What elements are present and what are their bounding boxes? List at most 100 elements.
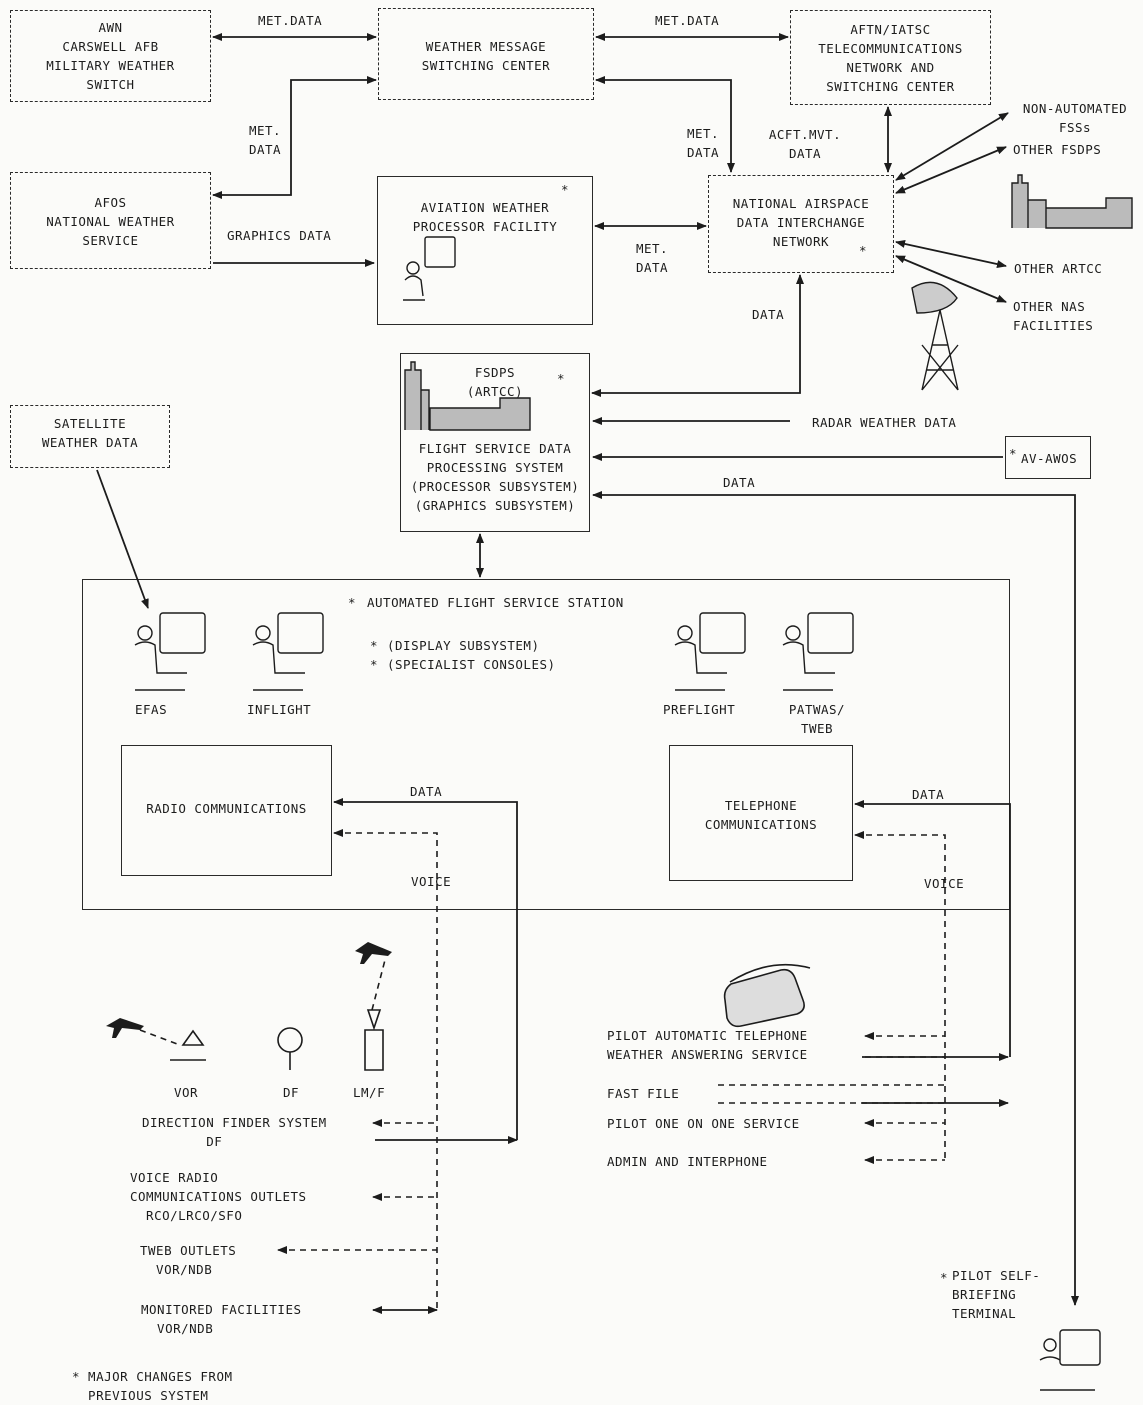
awpf-operator-icon <box>403 236 456 301</box>
link-wmsc-nadin <box>595 76 735 173</box>
plane-icon-left <box>106 1018 144 1038</box>
svc-tweb-outlets: TWEB OUTLETS VOR/NDB <box>140 1243 237 1277</box>
output-non-automated: NON-AUTOMATED FSSs <box>1022 101 1128 135</box>
data-label-phone: DATA <box>912 787 945 802</box>
awpf-label: AVIATION WEATHER PROCESSOR FACILITY <box>412 200 558 234</box>
link-nadin-fsdps <box>591 274 804 397</box>
avawos-box <box>1005 436 1091 479</box>
fsdps-building-icon <box>404 361 531 431</box>
nav-aid-icons <box>170 1009 384 1071</box>
telephone-icon <box>723 963 811 1028</box>
met-data-label-4: MET. DATA <box>686 126 720 160</box>
nav-df: DF <box>283 1085 300 1100</box>
output-other-fsdps: OTHER FSDPS <box>1013 142 1102 157</box>
svc-voice-radio: VOICE RADIO COMMUNICATIONS OUTLETS RCO/L… <box>130 1170 307 1223</box>
preflight-console-icon <box>674 612 746 691</box>
inflight-console-icon <box>252 612 324 691</box>
wmsc-label: WEATHER MESSAGE SWITCHING CENTER <box>421 39 551 73</box>
met-data-label-3: MET. DATA <box>248 123 282 157</box>
awpf-star: * <box>561 182 570 197</box>
radar-label: RADAR WEATHER DATA <box>812 415 957 430</box>
display-sub-label: (DISPLAY SUBSYSTEM) <box>387 638 540 653</box>
radio-label: RADIO COMMUNICATIONS <box>146 801 307 816</box>
pilot-terminal-icon <box>1039 1329 1101 1391</box>
awn-box <box>10 10 211 102</box>
afos-label: AFOS NATIONAL WEATHER SERVICE <box>46 195 175 248</box>
svc-admin: ADMIN AND INTERPHONE <box>607 1154 768 1169</box>
link-phone-data <box>854 800 1011 1057</box>
building-icon <box>404 174 1133 431</box>
avawos-label: AV-AWOS <box>1021 451 1078 466</box>
vor-icon <box>170 1029 206 1061</box>
fsdps-body: FLIGHT SERVICE DATA PROCESSING SYSTEM (P… <box>410 441 580 513</box>
awn-label: AWN CARSWELL AFB MILITARY WEATHER SWITCH <box>46 20 175 92</box>
link-pilot-terminal <box>592 491 1079 1306</box>
afos-box <box>10 172 211 269</box>
satellite-box <box>10 405 170 468</box>
nav-lmf: LM/F <box>353 1085 386 1100</box>
nadin-label: NATIONAL AIRSPACE DATA INTERCHANGE NETWO… <box>732 196 870 249</box>
specialist-label: (SPECIALIST CONSOLES) <box>387 657 556 672</box>
link-lmf-plane <box>371 959 386 1011</box>
afss-star: * <box>348 595 357 610</box>
svc-one-on-one: PILOT ONE ON ONE SERVICE <box>607 1116 800 1131</box>
operator-icon <box>134 236 1101 1391</box>
patwas-console-icon <box>782 612 854 691</box>
plane-icon <box>106 942 392 1038</box>
lmf-icon <box>364 1009 384 1071</box>
satellite-label: SATELLITE WEATHER DATA <box>41 416 139 450</box>
data-label-radio: DATA <box>410 784 443 799</box>
output-other-artcc: OTHER ARTCC <box>1014 261 1103 276</box>
data-label-terminal: DATA <box>723 475 756 490</box>
met-data-label-1: MET.DATA <box>258 13 323 28</box>
link-othernas <box>895 255 1007 303</box>
console-efas: EFAS <box>135 702 168 717</box>
voice-label-radio: VOICE <box>411 874 452 889</box>
link-radio-voice <box>333 829 438 1310</box>
footnote: * MAJOR CHANGES FROM PREVIOUS SYSTEM <box>72 1369 233 1403</box>
plane-icon-right <box>355 942 392 964</box>
avawos-star: * <box>1009 446 1018 461</box>
nadin-star: * <box>859 243 868 258</box>
nadin-building-icon <box>1011 174 1133 229</box>
fsdps-star: * <box>557 371 566 386</box>
svc-patwas: PILOT AUTOMATIC TELEPHONE WEATHER ANSWER… <box>607 1028 808 1062</box>
specialist-star: * <box>370 657 379 672</box>
svc-fast-file: FAST FILE <box>607 1086 680 1101</box>
console-preflight: PREFLIGHT <box>663 702 736 717</box>
console-patwas: PATWAS/ TWEB <box>788 702 846 736</box>
met-data-label-5: MET. DATA <box>635 241 669 275</box>
link-afos-wmsc <box>212 76 377 199</box>
wmsc-box <box>378 8 594 100</box>
nadin-box <box>708 175 894 273</box>
pilot-terminal-star: * <box>940 1270 949 1285</box>
radio-box <box>121 745 332 876</box>
nav-vor: VOR <box>174 1085 199 1100</box>
acft-mvt-label: ACFT.MVT. DATA <box>768 127 842 161</box>
voice-label-phone: VOICE <box>924 876 965 891</box>
fsdps-title: FSDPS (ARTCC) <box>466 365 524 399</box>
fsdps-box <box>400 353 590 532</box>
link-phone-voice <box>854 831 946 1160</box>
link-satellite <box>96 469 149 609</box>
link-vor-plane <box>139 1029 181 1046</box>
link-otherfsdps <box>895 146 1007 194</box>
aftn-label: AFTN/IATSC TELECOMMUNICATIONS NETWORK AN… <box>818 22 963 94</box>
output-other-nas: OTHER NAS FACILITIES <box>1013 299 1094 333</box>
telephone-label: TELEPHONE COMMUNICATIONS <box>704 798 818 832</box>
console-inflight: INFLIGHT <box>247 702 312 717</box>
display-star: * <box>370 638 379 653</box>
afss-label: AUTOMATED FLIGHT SERVICE STATION <box>367 595 624 610</box>
df-icon <box>277 1027 303 1053</box>
svc-monitored: MONITORED FACILITIES VOR/NDB <box>141 1302 302 1336</box>
svc-direction-finder: DIRECTION FINDER SYSTEM DF <box>142 1115 327 1149</box>
pilot-terminal-label: PILOT SELF- BRIEFING TERMINAL <box>952 1268 1041 1321</box>
aftn-box <box>790 10 991 105</box>
awpf-box <box>377 176 593 325</box>
graphics-data-label: GRAPHICS DATA <box>227 228 332 243</box>
efas-console-icon <box>134 612 206 691</box>
radar-antenna-icon <box>911 281 959 391</box>
link-radio-data <box>333 798 518 1140</box>
data-label-nadin: DATA <box>752 307 785 322</box>
